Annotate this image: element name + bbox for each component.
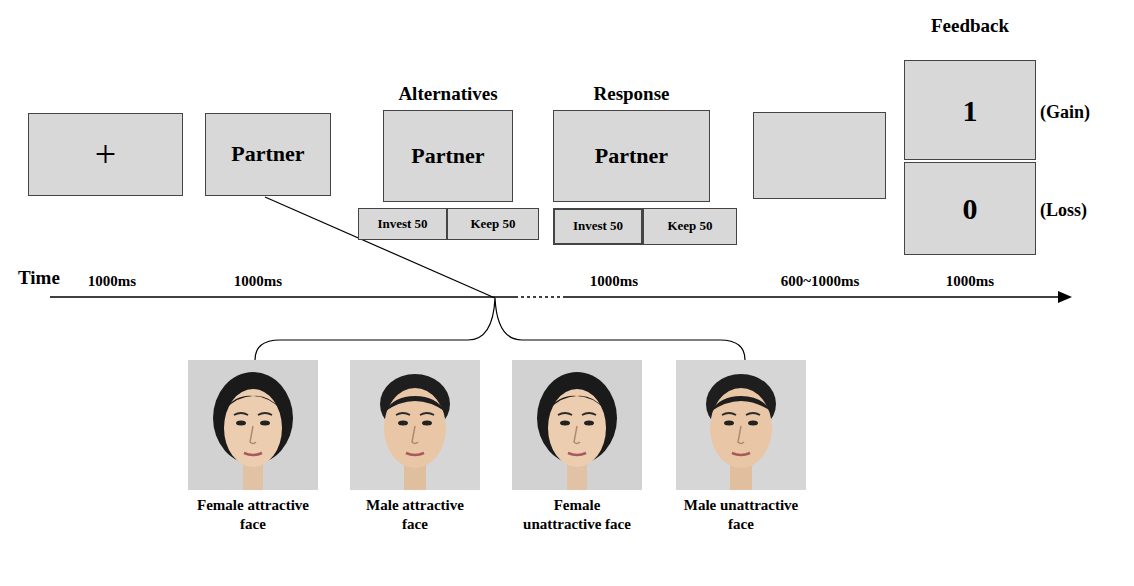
arrowhead xyxy=(1058,291,1072,303)
time-axis xyxy=(565,296,1062,298)
option-box: Invest 50 xyxy=(358,208,447,240)
screen-text: 1 xyxy=(963,94,978,127)
alternatives-screen: AlternativesPartner xyxy=(383,110,513,202)
blank-screen xyxy=(754,113,886,199)
screen-text: 0 xyxy=(963,192,978,225)
outcome-label: (Loss) xyxy=(1040,199,1087,222)
duration-label: 1000ms xyxy=(946,272,994,291)
option-box: Keep 50 xyxy=(643,208,737,245)
face-photo xyxy=(676,360,806,490)
fixation-screen: + xyxy=(28,113,183,196)
screen-text: Invest 50 xyxy=(377,217,427,231)
time-axis-gap xyxy=(515,296,565,298)
feedback-gain-screen: 1 xyxy=(904,60,1036,160)
duration-label: 1000ms xyxy=(234,272,282,291)
brace xyxy=(255,298,745,360)
face-caption: Male attractive face xyxy=(355,496,475,534)
chosen-option-box: Invest 50 xyxy=(553,208,643,245)
face-caption: Male unattractive face xyxy=(681,496,801,534)
screen-text: Keep 50 xyxy=(470,217,515,231)
option-box: Keep 50 xyxy=(447,208,539,240)
screen-text: + xyxy=(95,134,116,176)
face-photo xyxy=(350,360,480,490)
time-axis xyxy=(50,296,515,298)
axis-label: Time xyxy=(18,266,60,290)
screen-heading: Response xyxy=(593,83,669,105)
duration-label: 600~1000ms xyxy=(781,272,860,291)
response-screen: ResponsePartner xyxy=(553,110,710,202)
face-caption: Female unattractive face xyxy=(517,496,637,534)
outcome-label: (Gain) xyxy=(1040,101,1090,124)
duration-label: 1000ms xyxy=(88,272,136,291)
screen-text: Partner xyxy=(231,142,304,166)
phase-heading: Feedback xyxy=(931,14,1009,38)
face-photo xyxy=(188,360,318,490)
feedback-loss-screen: 0 xyxy=(904,162,1036,255)
face-photo xyxy=(512,360,642,490)
screen-heading: Alternatives xyxy=(398,83,497,105)
screen-text: Partner xyxy=(411,144,484,168)
screen-text: Invest 50 xyxy=(573,219,623,233)
screen-text: Keep 50 xyxy=(667,219,712,233)
face-caption: Female attractive face xyxy=(193,496,313,534)
screen-text: Partner xyxy=(595,144,668,168)
duration-label: 1000ms xyxy=(590,272,638,291)
partner-screen: Partner xyxy=(205,113,331,196)
